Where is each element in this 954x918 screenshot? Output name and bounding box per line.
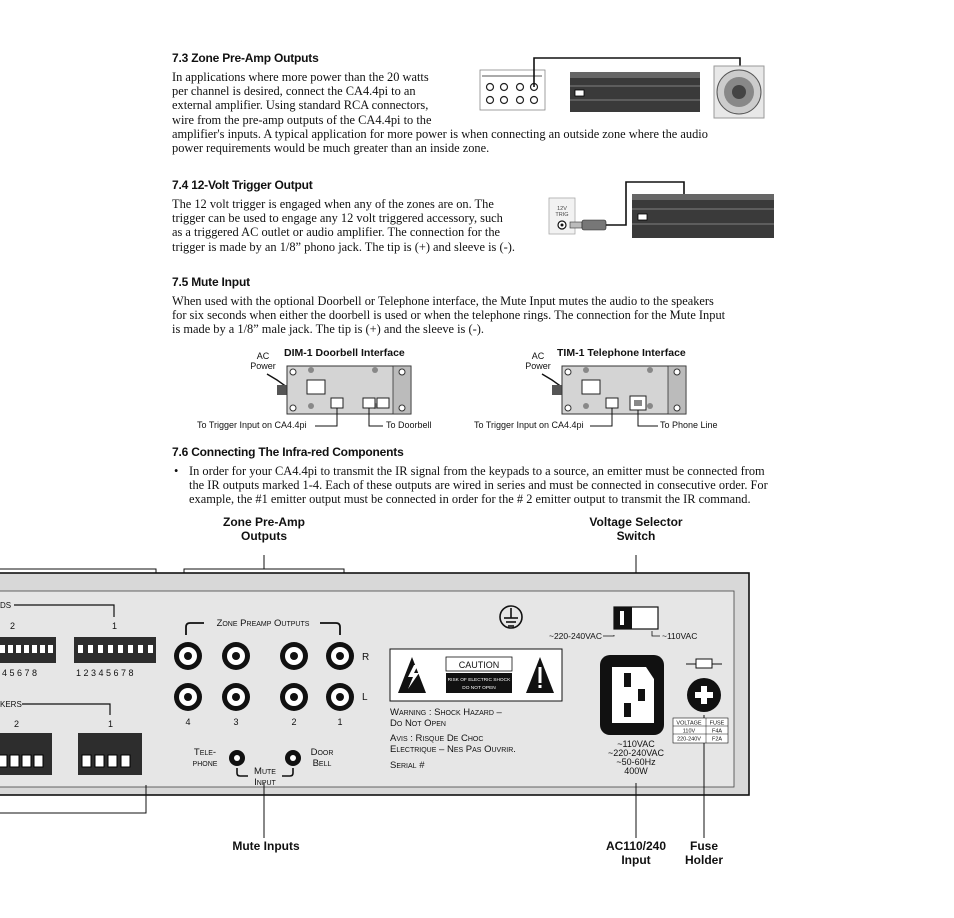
tim-left-caption: To Trigger Input on CA4.4pi (474, 420, 584, 430)
svg-text:~50-60Hz: ~50-60Hz (616, 757, 656, 767)
rca-jacks (174, 642, 354, 711)
speaker-terminal-block-1 (78, 733, 142, 775)
dim-left-caption: To Trigger Input on CA4.4pi (197, 420, 307, 430)
speaker-terminal-block-2 (0, 733, 52, 775)
svg-text:1: 1 (337, 717, 342, 727)
voltage-selector-switch (613, 606, 659, 630)
svg-text:Tele-: Tele- (194, 747, 216, 758)
svg-text:Warning : Shock Hazard –: Warning : Shock Hazard – (390, 707, 503, 718)
tim-1-interface-illustration (541, 365, 687, 427)
section-paragraph-7-5: When used with the optional Doorbell or … (172, 294, 726, 337)
svg-text:12V: 12V (557, 206, 567, 212)
dim-1-interface-illustration (266, 365, 412, 427)
svg-text:2: 2 (10, 621, 15, 631)
svg-text:Bell: Bell (313, 758, 332, 769)
section-heading-7-3: 7.3 Zone Pre-Amp Outputs (172, 51, 319, 65)
svg-text:Door: Door (311, 747, 334, 758)
svg-text:2: 2 (291, 717, 296, 727)
svg-text:220-240V: 220-240V (677, 737, 701, 743)
svg-text:110V: 110V (683, 729, 696, 735)
ground-icon (499, 605, 523, 629)
fuse-rating-table: VOLTAGE FUSE 110V F4A 220-240V F2A (672, 717, 729, 744)
section-paragraph-7-6: In order for your CA4.4pi to transmit th… (189, 464, 768, 507)
keypad-terminal-block-1 (74, 637, 156, 663)
svg-text:Serial #: Serial # (390, 760, 425, 771)
svg-text:Do Not Open: Do Not Open (390, 718, 446, 729)
svg-text:TRIG: TRIG (555, 212, 568, 218)
svg-text:~220-240VAC: ~220-240VAC (549, 631, 602, 641)
svg-text:KERS: KERS (0, 700, 22, 709)
svg-text:RISK OF ELECTRIC SHOCK: RISK OF ELECTRIC SHOCK (448, 677, 511, 683)
preamp-to-amplifier-illustration (479, 57, 765, 119)
section-heading-7-5: 7.5 Mute Input (172, 275, 250, 289)
svg-text:1: 1 (112, 621, 117, 631)
trigger-output-illustration: 12V TRIG (548, 181, 774, 238)
dim-right-caption: To Doorbell (386, 420, 432, 430)
svg-text:F2A: F2A (712, 737, 722, 743)
svg-text:Mute: Mute (254, 766, 276, 777)
svg-text:DO NOT OPEN: DO NOT OPEN (462, 685, 496, 691)
svg-text:~110VAC: ~110VAC (662, 631, 697, 641)
svg-text:Avis : Risque De Choc: Avis : Risque De Choc (390, 733, 483, 744)
section-heading-7-4: 7.4 12-Volt Trigger Output (172, 178, 313, 192)
svg-text:VOLTAGE: VOLTAGE (676, 721, 701, 727)
section-paragraph-7-3: In applications where more power than th… (172, 70, 708, 156)
svg-text:4: 4 (185, 717, 190, 727)
svg-text:CAUTION: CAUTION (459, 660, 500, 670)
dim-1-title: DIM-1 Doorbell Interface (284, 347, 405, 359)
section-heading-7-6: 7.6 Connecting The Infra-red Components (172, 445, 404, 459)
svg-text:Electrique – Nes Pas Ouvrir.: Electrique – Nes Pas Ouvrir. (390, 744, 516, 755)
rear-panel: DS 2 1 4 5 6 7 8 1 2 3 4 5 6 7 8 KERS 2 … (0, 555, 750, 838)
caution-label: CAUTION RISK OF ELECTRIC SHOCK DO NOT OP… (389, 648, 563, 702)
svg-text:1: 1 (108, 719, 113, 729)
svg-text:~110VAC: ~110VAC (617, 739, 655, 749)
doorbell-mute-jack (285, 750, 301, 766)
svg-text:phone: phone (193, 758, 218, 769)
svg-text:DS: DS (0, 601, 11, 610)
section-paragraph-7-4: The 12 volt trigger is engaged when any … (172, 197, 515, 254)
svg-text:~220-240VAC: ~220-240VAC (608, 748, 665, 758)
mute-inputs-callout: Mute Inputs (232, 839, 300, 853)
tim-right-caption: To Phone Line (660, 420, 718, 430)
svg-text:L: L (362, 692, 368, 703)
svg-text:F4A: F4A (712, 729, 722, 735)
svg-text:R: R (362, 652, 369, 663)
svg-text:Input: Input (254, 777, 276, 788)
ac-power-inlet (600, 655, 664, 735)
svg-text:4 5 6 7 8: 4 5 6 7 8 (2, 668, 37, 678)
svg-text:1 2 3 4 5 6 7 8: 1 2 3 4 5 6 7 8 (76, 668, 134, 678)
telephone-mute-jack (229, 750, 245, 766)
keypad-terminal-block-2 (0, 637, 56, 663)
svg-text:FUSE: FUSE (710, 721, 725, 727)
fuse-icon (686, 658, 722, 669)
fuse-holder-knob (687, 678, 721, 712)
svg-text:2: 2 (14, 719, 19, 729)
tim-1-title: TIM-1 Telephone Interface (557, 347, 686, 359)
bullet: • (174, 464, 179, 478)
svg-text:400W: 400W (624, 766, 648, 776)
svg-text:Zone Preamp Outputs: Zone Preamp Outputs (217, 618, 310, 629)
svg-text:3: 3 (233, 717, 238, 727)
